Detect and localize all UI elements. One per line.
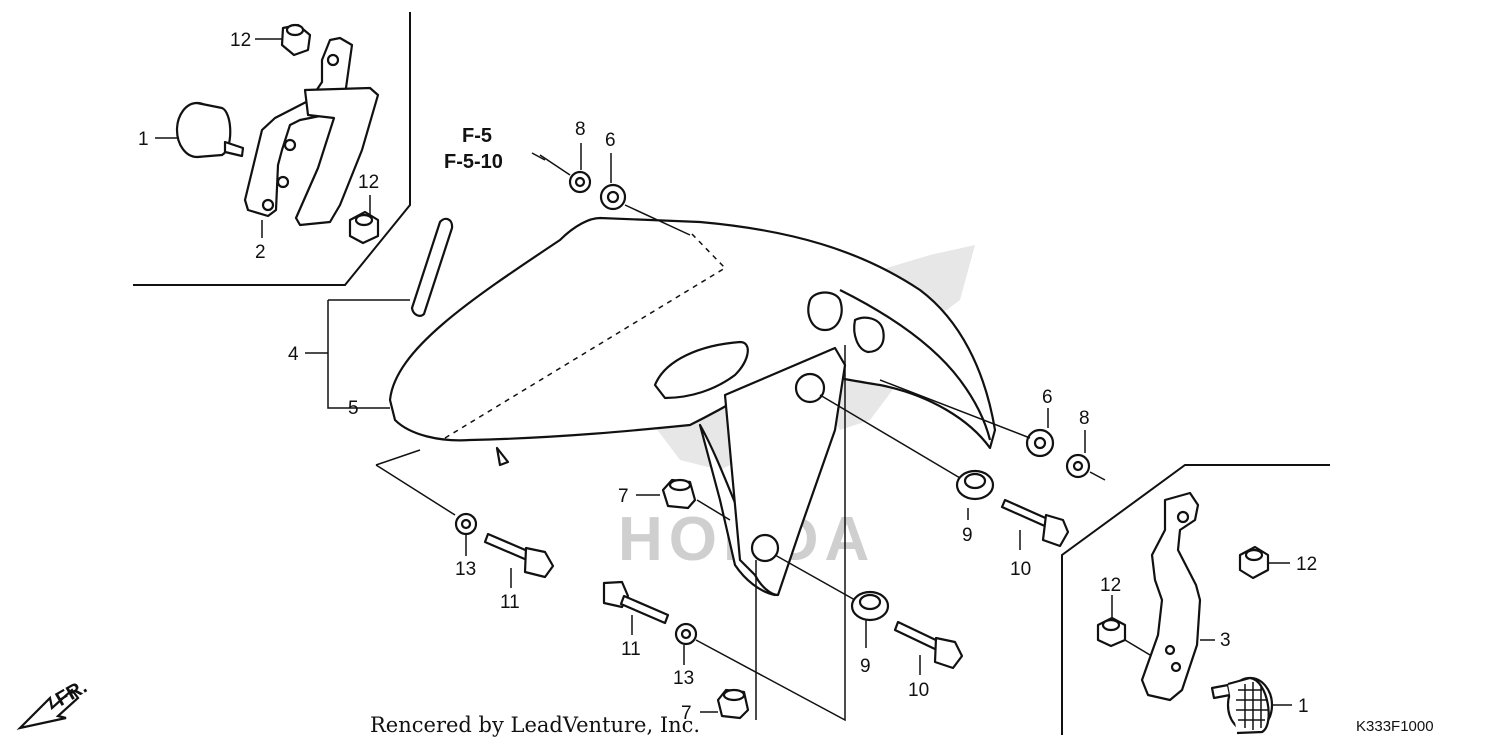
callout-6-right: 6 [1042,387,1053,408]
grommet-9-bot [850,590,890,622]
callout-11-mid: 11 [621,639,641,660]
callout-8-top: 8 [575,119,586,140]
callout-13-mid: 13 [673,668,694,689]
nut-12-right-mid [1096,616,1127,648]
callout-1-bottom: 1 [1298,696,1309,717]
bracket-right [1140,491,1202,702]
grommet-6-right [1025,428,1055,458]
front-fender [388,216,997,597]
washer-8-right [1065,453,1091,479]
grommet-9-mid [955,469,995,501]
bracket-left [243,36,380,227]
callout-13-left: 13 [455,559,476,580]
callout-numbers: 1 2 12 12 4 5 8 6 6 8 7 7 9 9 10 10 13 1… [138,30,1317,724]
bolt-10-bot [893,620,964,670]
washer-13-mid [674,622,698,646]
collar-7-mid [661,478,697,510]
callout-9-mid: 9 [962,525,973,546]
callout-10-mid: 10 [1010,559,1031,580]
callout-12-right-top: 12 [1296,554,1317,575]
fender-strip [410,217,454,317]
collar-7-bot [716,688,750,720]
bolt-10-mid [1000,498,1070,548]
callout-8-right: 8 [1079,408,1090,429]
callout-11-left: 11 [500,592,520,613]
callout-7-bot: 7 [681,703,692,724]
credit-text: Rencered by LeadVenture, Inc. [370,713,700,737]
nut-12-top [280,23,312,57]
callout-12-top: 12 [230,30,251,51]
reference-label-2: F-5-10 [444,151,503,173]
washer-13-left [454,512,478,536]
callout-leaders [155,38,1292,713]
rubber-mount-top [175,101,245,159]
front-direction-arrow-icon [16,688,80,730]
grommet-6-top [599,183,627,211]
callout-12-mid: 12 [358,172,379,193]
washer-8-top [568,170,592,194]
callout-4: 4 [288,344,299,365]
inset-frames [133,12,1330,735]
rubber-mount-bottom [1210,676,1274,735]
callout-12-right-mid: 12 [1100,575,1121,596]
callout-10-bot: 10 [908,680,929,701]
bolt-11-mid [602,580,670,625]
diagram-code: K333F1000 [1356,718,1434,735]
reference-label-1: F-5 [462,125,492,147]
callout-1-top: 1 [138,129,149,150]
callout-5: 5 [348,398,359,419]
bolt-11-left [483,532,555,579]
nut-12-right-top [1238,545,1270,580]
callout-6-top: 6 [605,130,616,151]
callout-2: 2 [255,242,266,263]
nut-12-mid [348,210,380,245]
callout-7-mid: 7 [618,486,629,507]
callout-3: 3 [1220,630,1231,651]
callout-9-bot: 9 [860,656,871,677]
